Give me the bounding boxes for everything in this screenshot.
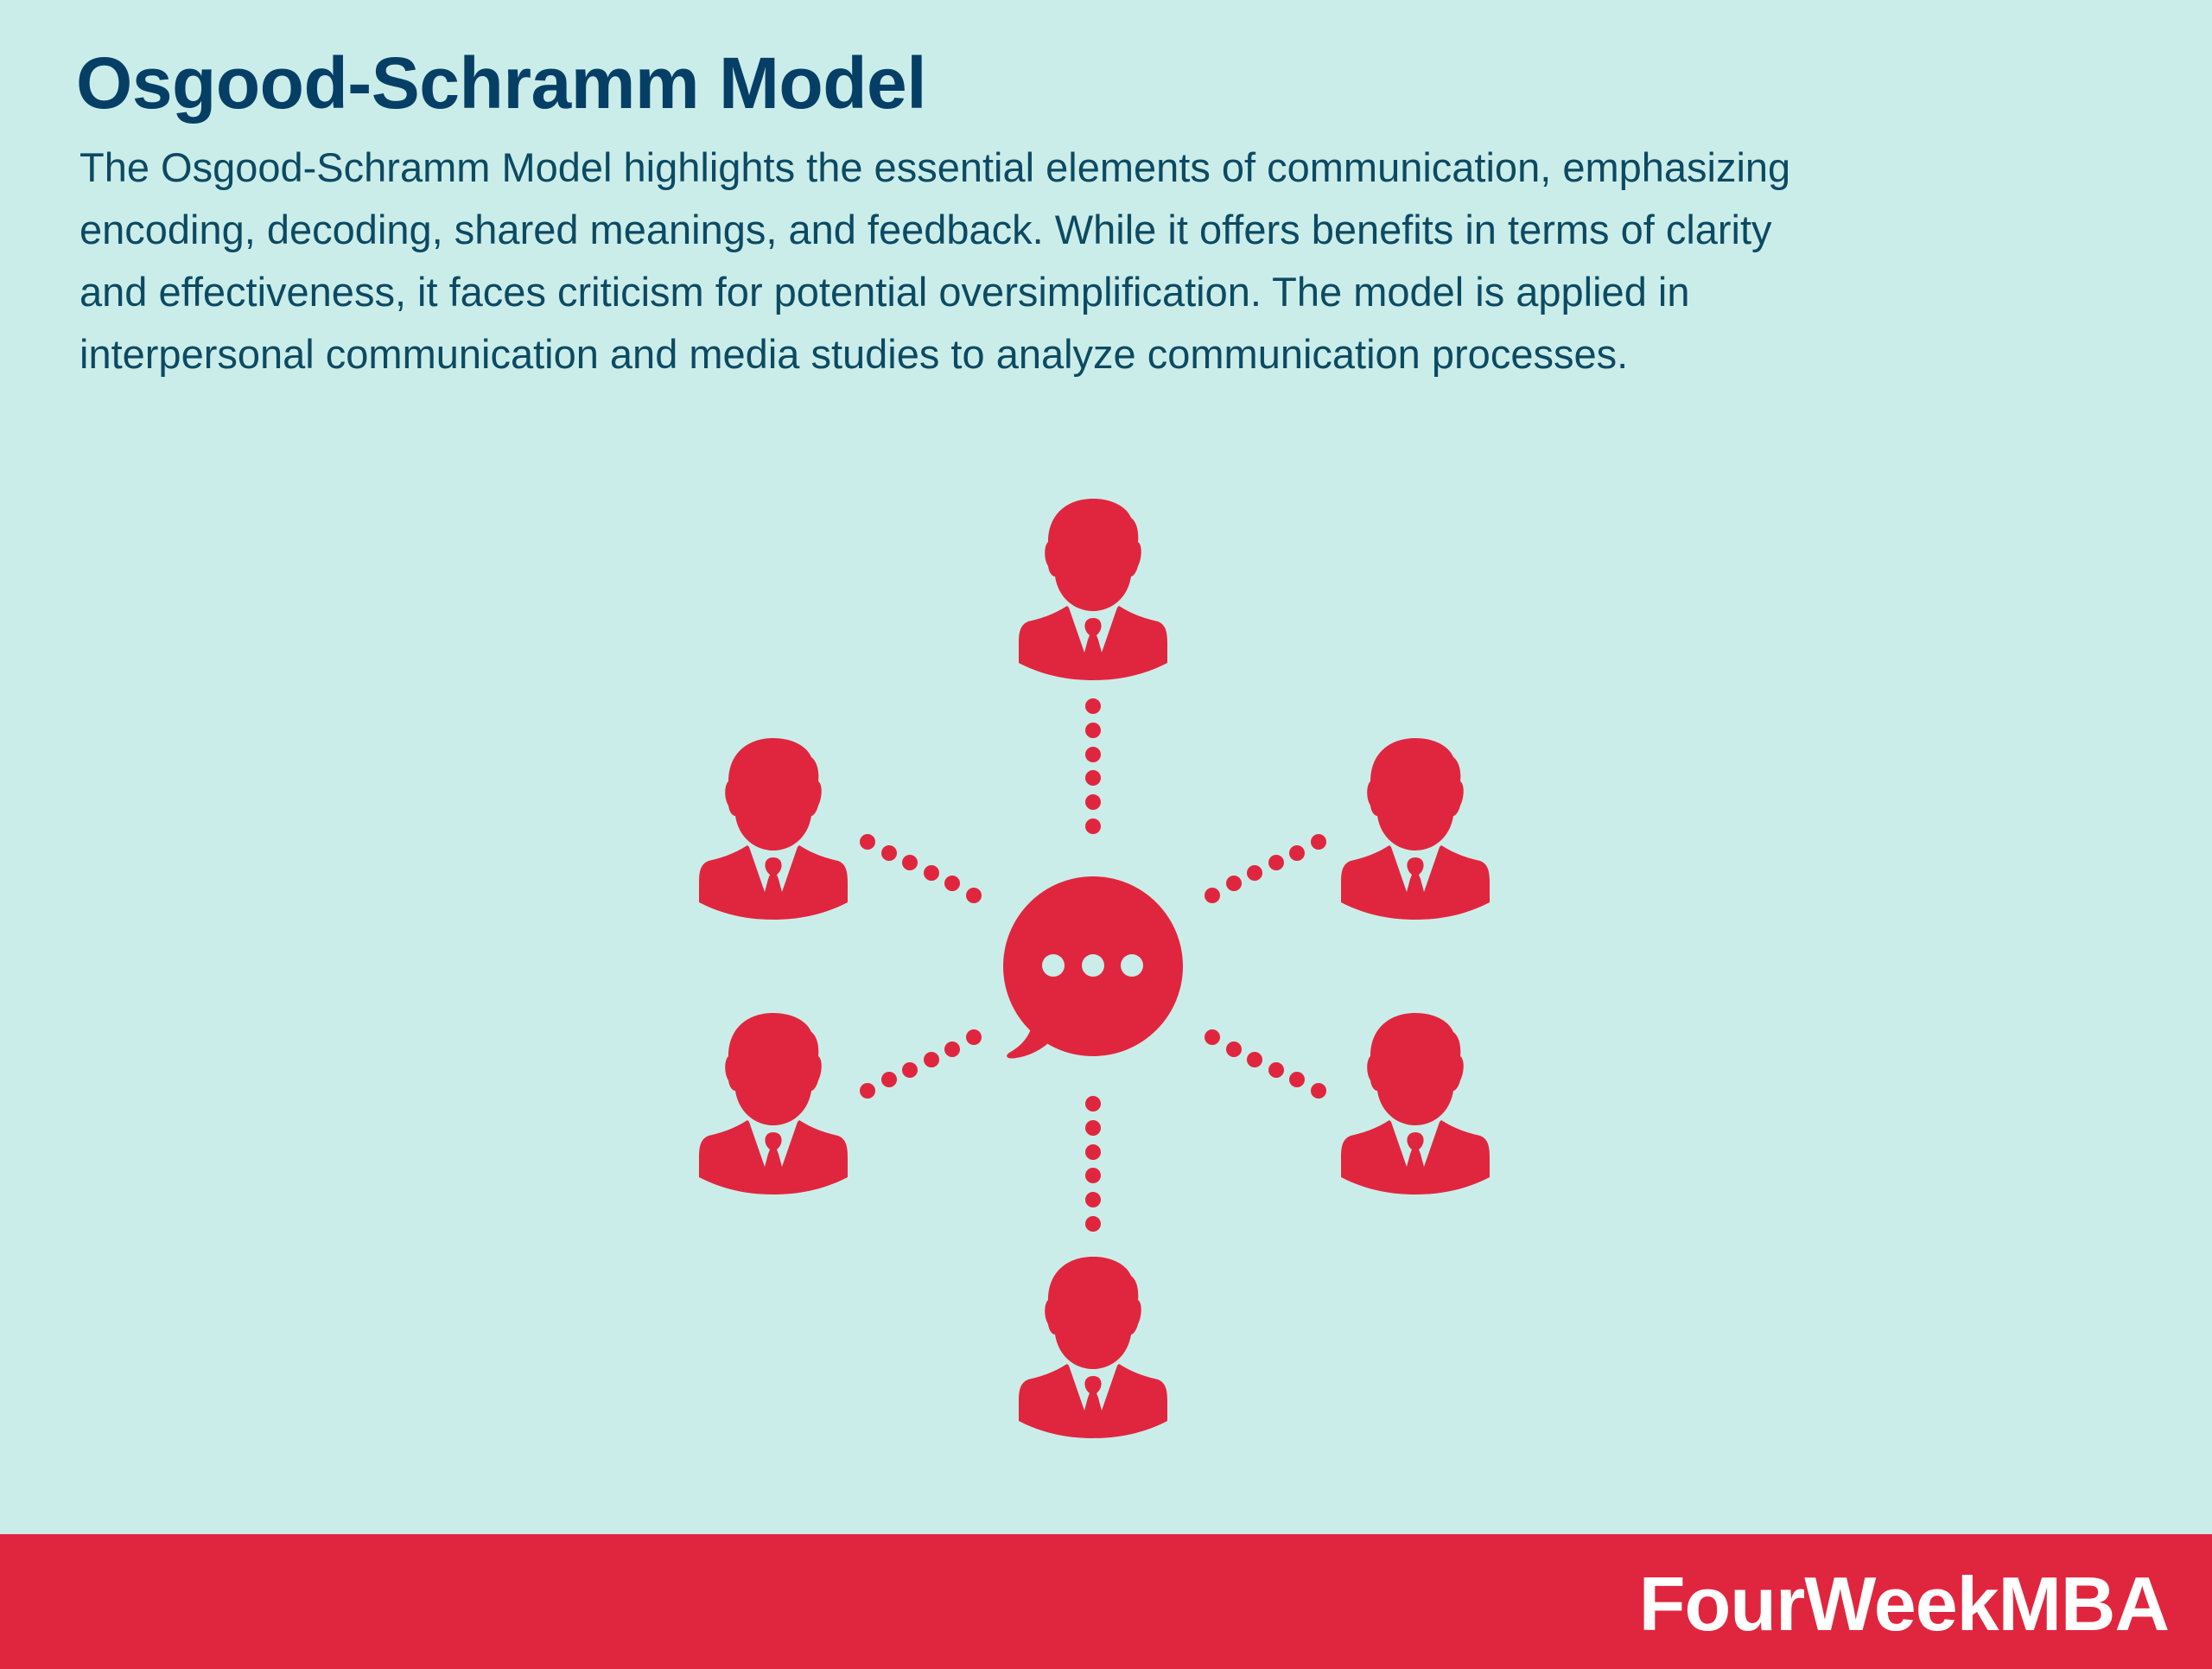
person-node-lower-right <box>1341 1013 1490 1194</box>
person-node-lower-left <box>699 1013 848 1194</box>
connector-lower-right <box>1205 1029 1326 1099</box>
description-line: The Osgood-Schramm Model highlights the … <box>79 144 1791 190</box>
person-node-bottom <box>1019 1257 1167 1438</box>
connector-lower-left <box>860 1029 982 1099</box>
person-node-upper-right <box>1341 738 1490 920</box>
connector-upper-left <box>860 834 982 903</box>
connector-bottom <box>1085 1096 1101 1232</box>
description-line: interpersonal communication and media st… <box>79 331 1629 377</box>
description: The Osgood-Schramm Model highlights the … <box>79 137 2067 385</box>
footer-bar: FourWeekMBA <box>0 1534 2212 1669</box>
speech-bubble-ellipsis-icon <box>1003 876 1183 1059</box>
person-node-top <box>1019 499 1167 680</box>
person-node-upper-left <box>699 738 848 920</box>
brand-logo: FourWeekMBA <box>1638 1561 2170 1647</box>
connector-upper-right <box>1205 834 1326 903</box>
connector-top <box>1085 698 1101 834</box>
description-line: and effectiveness, it faces criticism fo… <box>79 269 1690 315</box>
page-title: Osgood-Schramm Model <box>76 42 927 124</box>
description-line: encoding, decoding, shared meanings, and… <box>79 207 1772 252</box>
